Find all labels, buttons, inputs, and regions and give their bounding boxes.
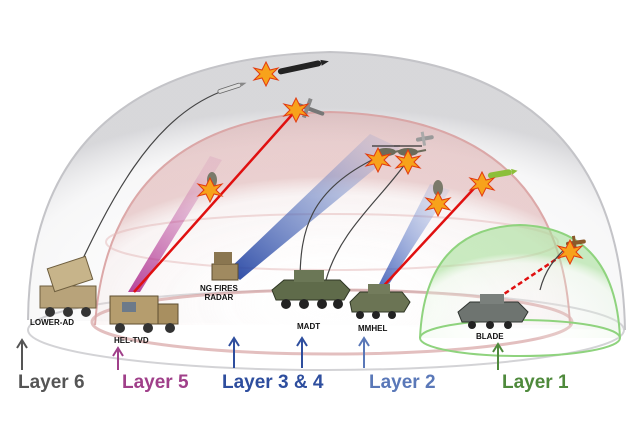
mmhel-beam-blue [376,184,450,292]
label-radar: RADAR [204,293,234,302]
interceptor-trail [325,159,409,281]
radar-beam-blue [228,134,400,280]
label-lower-ad: LOWER-AD [30,318,74,327]
missile-icon [217,82,247,94]
missile-icon [487,168,518,179]
laser-line [133,107,299,293]
explosion-icon [196,60,584,266]
blade-vehicle [457,294,529,329]
madt-vehicle [271,270,351,309]
lower-ad-launcher [39,255,97,317]
drone-icon [415,131,434,146]
helicopter-icon [394,145,427,156]
layer-6-label: Layer 6 [18,372,85,393]
hel-tvd-truck [109,295,179,333]
mortar-round-icon [433,180,443,196]
label-madt: MADT [297,322,321,331]
label-mmhel: MMHEL [358,324,388,333]
layer-2-label: Layer 2 [369,372,436,393]
label-ng-fires-radar: NG FIRES RADAR [200,284,238,302]
interceptor-trail [69,91,221,287]
laser-line [377,181,481,293]
mmhel-vehicle [349,284,411,319]
ng-fires-radar [211,252,239,281]
layer-5-label: Layer 5 [122,372,189,393]
label-blade: BLADE [476,332,504,341]
label-hel-tvd: HEL-TVD [114,336,149,345]
layer-3-4-label: Layer 3 & 4 [222,372,324,393]
label-ng-fires: NG FIRES [200,284,238,293]
arrow-up-icon [16,336,504,370]
interceptor-trail [299,157,377,283]
hel-beam-purple [128,156,222,292]
missile-icon [277,59,329,75]
layer-1-label: Layer 1 [502,372,569,393]
